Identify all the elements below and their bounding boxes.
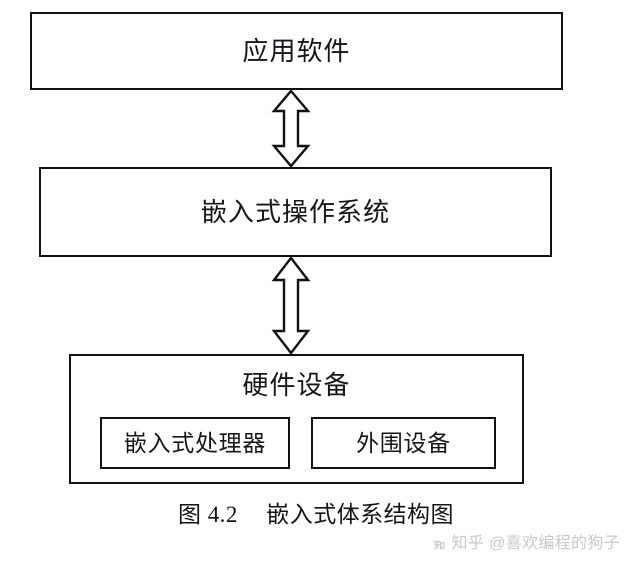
figure-caption-title: 嵌入式体系结构图 — [266, 502, 454, 527]
watermark-handle: @喜欢编程的狗子 — [489, 535, 620, 552]
block-application-software-label: 应用软件 — [242, 37, 351, 66]
block-peripheral-device: 外围设备 — [311, 417, 496, 469]
block-embedded-operating-system: 嵌入式操作系统 — [39, 167, 552, 257]
block-hardware-device: 硬件设备 嵌入式处理器 外围设备 — [69, 354, 524, 484]
figure-caption-number: 图 4.2 — [178, 502, 238, 527]
block-peripheral-device-label: 外围设备 — [356, 431, 451, 456]
zhihu-logo-icon — [430, 537, 447, 554]
watermark-site: 知乎 — [451, 535, 485, 552]
block-embedded-processor-label: 嵌入式处理器 — [123, 431, 267, 456]
block-embedded-processor: 嵌入式处理器 — [100, 417, 290, 469]
block-embedded-operating-system-label: 嵌入式操作系统 — [200, 198, 391, 227]
connector-os-to-hardware-double-arrow-icon — [271, 256, 311, 355]
figure-caption: 图 4.2 嵌入式体系结构图 — [0, 500, 632, 530]
connector-application-to-os-double-arrow-icon — [271, 89, 311, 168]
block-application-software: 应用软件 — [30, 12, 563, 90]
block-hardware-device-label: 硬件设备 — [242, 371, 351, 400]
watermark: 知乎 @喜欢编程的狗子 — [430, 534, 620, 554]
